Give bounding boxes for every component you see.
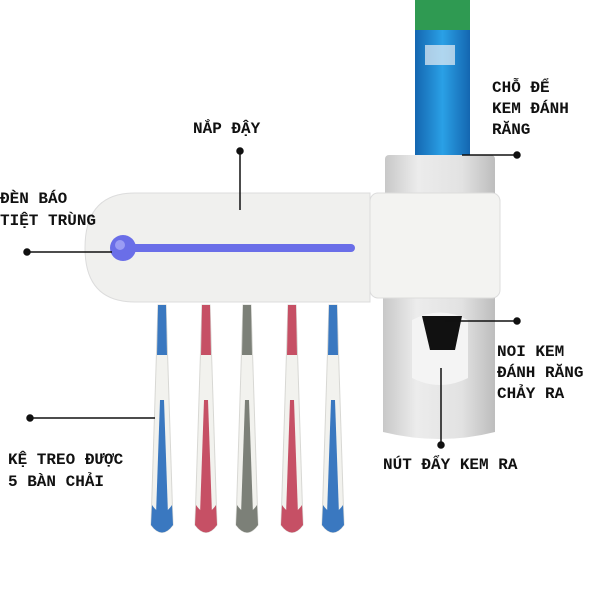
- push-button-label: NÚT ĐẨY KEM RA: [383, 456, 518, 474]
- callout-lines: [23, 147, 521, 449]
- toothbrush-gray: [235, 304, 259, 533]
- cover-label: NẮP ĐẬY: [193, 120, 261, 138]
- toothpaste-tube: [415, 0, 470, 158]
- toothbrush-red: [194, 304, 218, 533]
- tube-holder-label-line2: KEM ĐÁNH: [492, 100, 569, 118]
- uv-light-label-line2: TIỆT TRÙNG: [0, 212, 97, 230]
- brush-rack-label-line1: KỆ TREO ĐƯỢC: [8, 451, 124, 469]
- toothbrush-red: [280, 304, 304, 533]
- tube-holder-label-line3: RĂNG: [492, 121, 531, 139]
- uv-light-indicator: [110, 235, 355, 261]
- toothbrushes: [150, 304, 345, 533]
- outlet-label-line2: ĐÁNH RĂNG: [497, 364, 584, 382]
- tube-holder-cup: [385, 155, 495, 197]
- brush-rack-label-line2: 5 BÀN CHẢI: [8, 473, 105, 491]
- toothbrush-blue: [150, 304, 174, 533]
- dispenser-cylinder: [383, 295, 495, 439]
- uv-light-label-line1: ĐÈN BÁO: [0, 190, 68, 208]
- outlet-label-line3: CHẢY RA: [497, 385, 565, 403]
- paste-outlet: [422, 316, 462, 350]
- outlet-label-line1: NOI KEM: [497, 343, 565, 361]
- tube-holder-label-line1: CHỖ ĐỂ: [492, 79, 550, 97]
- toothbrush-blue: [321, 304, 345, 533]
